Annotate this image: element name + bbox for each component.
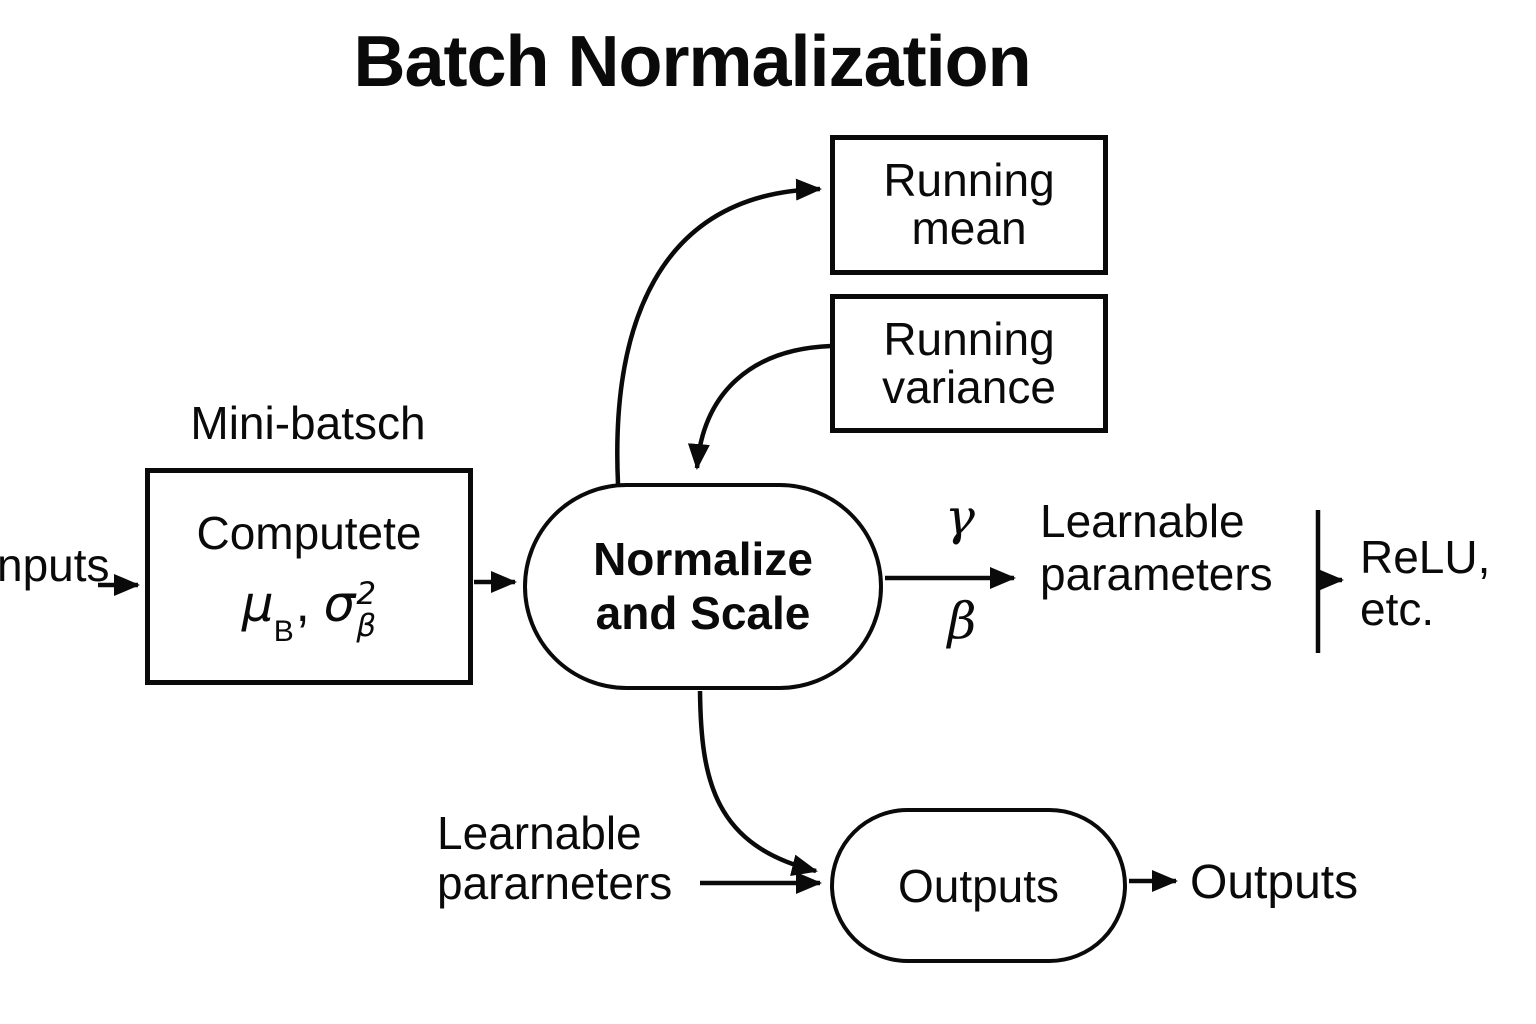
running-variance-box: Running variance [830,294,1108,433]
running-variance-label-line2: variance [882,360,1056,413]
running-variance-label-line1: Running [883,312,1055,365]
arrow-normalize-to-outputs [697,690,818,876]
arrow-normalize-to-running-mean [615,178,822,485]
sigma-superscript: 2 [356,575,377,612]
comma: , [295,576,310,633]
learnable-parameters-line2: parameters [1040,547,1273,600]
normalize-and-scale-node: Normalize and Scale [523,483,883,690]
outputs-text-label: Outputs [1190,856,1359,909]
arrow-running-variance-to-normalize [687,343,832,470]
normalize-label-line2: and Scale [595,586,811,639]
relu-line1: ReLU, [1360,531,1491,583]
learnable-parameters-label: Learnable parameters [1040,495,1273,601]
learnable-pararneters-line1: Learnable [437,807,642,859]
normalize-label-line1: Normalize [593,532,813,585]
relu-label: ReLU, etc. [1360,531,1491,636]
beta-symbol-label: β [947,592,977,650]
outputs-node-label: Outputs [897,859,1060,912]
mu-symbol: μ [241,575,274,634]
running-mean-label-line1: Running [883,154,1055,207]
outputs-node: Outputs [830,808,1127,963]
running-mean-box: Running mean [830,135,1108,275]
running-mean-label-line2: mean [911,202,1027,254]
inputs-label: nputs [0,539,110,591]
sigma-symbol: σ [323,575,356,634]
page-title: Batch Normalization [353,22,1031,102]
gamma-symbol-label: γ [945,488,975,546]
mini-batch-label: Mini-batsch [190,397,426,449]
learnable-pararneters-label: Learnable pararneters [437,808,672,908]
mu-subscript: B [273,614,294,648]
sigma-subscript: β [356,608,377,645]
learnable-parameters-line1: Learnable [1040,495,1245,547]
compute-label: Computete [196,507,422,560]
relu-line2: etc. [1360,582,1435,635]
learnable-pararneters-line2: pararneters [437,857,673,910]
